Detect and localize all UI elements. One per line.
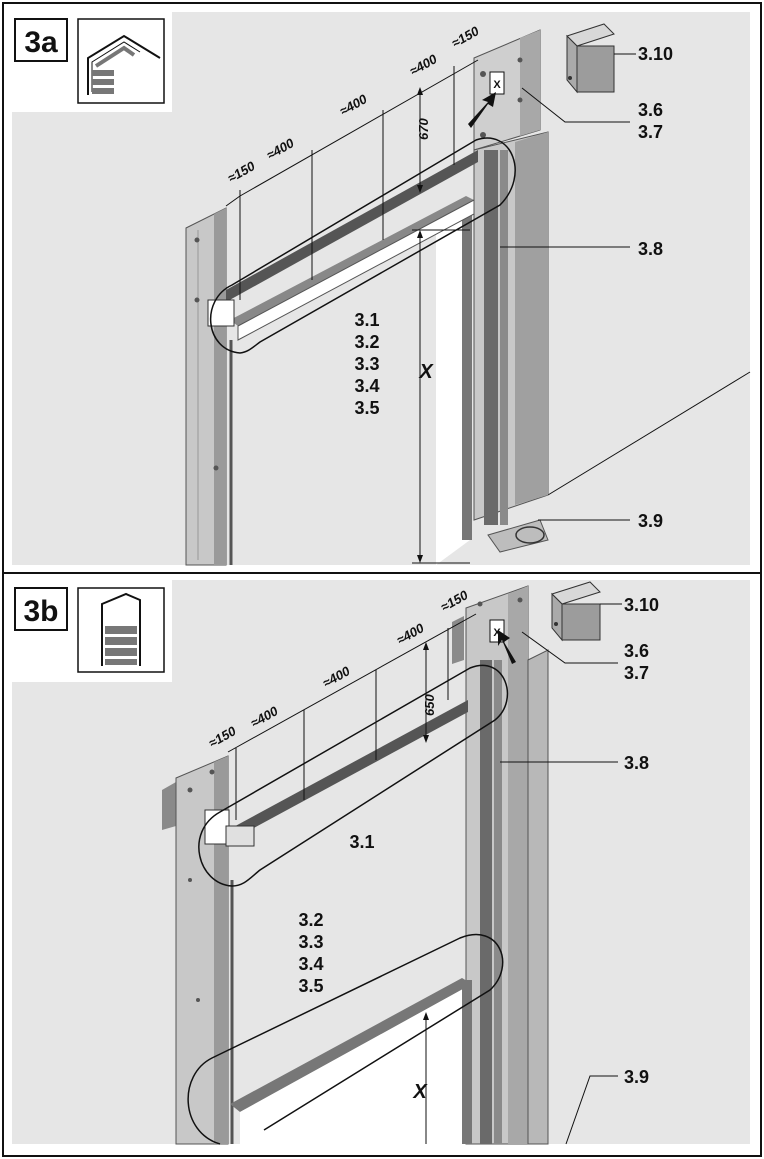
part-a-3-8: 3.8 — [638, 239, 663, 259]
vertical-door-icon — [77, 587, 165, 673]
right-frame-b: X — [452, 585, 549, 1145]
control-box-b — [551, 581, 601, 642]
part-a-3-5: 3.5 — [354, 398, 379, 418]
panel-a-badge: 3a — [24, 26, 58, 59]
panel-b-badge-box — [14, 587, 68, 631]
leader-b-3-9 — [565, 1075, 618, 1145]
part-a-3-4: 3.4 — [354, 376, 379, 396]
right-lining-a — [462, 200, 472, 540]
part-a-3-10: 3.10 — [638, 44, 673, 64]
part-b-3-5: 3.5 — [298, 976, 323, 996]
wall-floor-line-a — [547, 371, 751, 496]
panel-a-badge-box — [14, 18, 68, 62]
panel-b-badge: 3b — [23, 595, 58, 628]
sectional-door-icon — [77, 18, 165, 104]
right-frame-a: X — [468, 29, 549, 553]
marker-x-b: X — [493, 627, 501, 639]
part-b-3-9: 3.9 — [624, 1067, 649, 1087]
highlight-loop-b-top — [198, 664, 509, 887]
left-frame-b — [162, 755, 234, 1145]
leader-a-3-6 — [521, 87, 630, 123]
part-a-3-6: 3.6 — [638, 100, 663, 120]
part-a-3-7: 3.7 — [638, 122, 663, 142]
dim-b-x: X — [412, 1081, 428, 1103]
dim-a-height: 670 — [416, 118, 431, 140]
part-b-3-1: 3.1 — [349, 832, 374, 852]
part-a-3-3: 3.3 — [354, 354, 379, 374]
part-a-3-2: 3.2 — [354, 332, 379, 352]
part-b-3-7: 3.7 — [624, 663, 649, 683]
control-box-a — [566, 23, 615, 94]
panel-a: 3a — [12, 12, 751, 566]
dimension-lines-a — [225, 59, 479, 564]
dimension-lines-b — [227, 613, 477, 1144]
part-a-3-9: 3.9 — [638, 511, 663, 531]
part-b-3-2: 3.2 — [298, 910, 323, 930]
dim-a-x: X — [418, 361, 434, 383]
highlight-loop-a — [209, 137, 516, 354]
highlight-loop-b-bottom — [187, 933, 504, 1145]
left-frame-a — [185, 207, 233, 566]
panel-b: 3b X — [12, 580, 750, 1145]
leader-b-3-6 — [521, 631, 618, 664]
lower-lining-b — [230, 978, 472, 1144]
top-rail-b — [204, 700, 468, 847]
marker-x-a: X — [493, 79, 501, 91]
dim-b-height: 650 — [422, 694, 437, 716]
part-b-3-6: 3.6 — [624, 641, 649, 661]
part-b-3-10: 3.10 — [624, 595, 659, 615]
part-a-3-1: 3.1 — [354, 310, 379, 330]
part-b-3-4: 3.4 — [298, 954, 323, 974]
horizontal-rails-a — [207, 150, 478, 341]
arrow-icon-a — [468, 92, 496, 128]
part-b-3-8: 3.8 — [624, 753, 649, 773]
part-b-3-3: 3.3 — [298, 932, 323, 952]
arrow-icon-b — [498, 630, 516, 664]
